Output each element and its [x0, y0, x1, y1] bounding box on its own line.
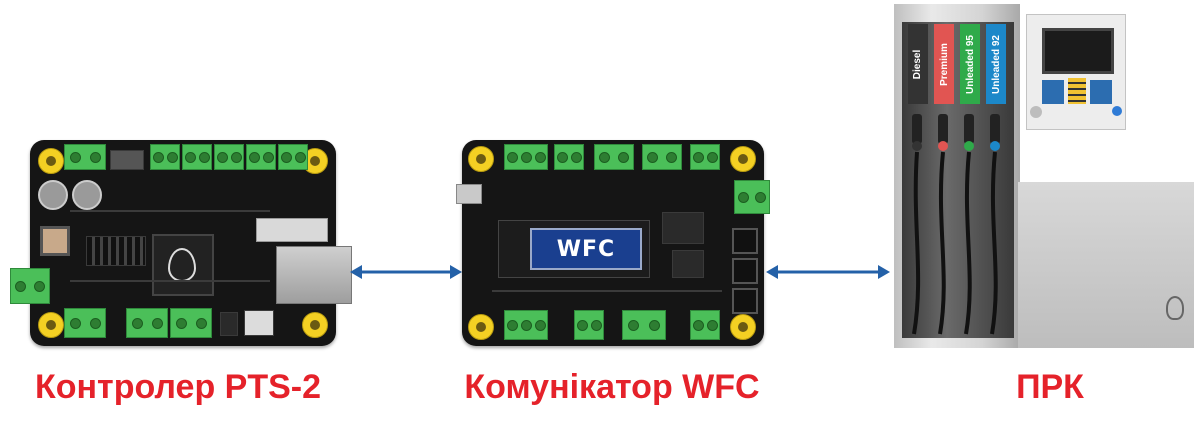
mount-hole: [468, 314, 494, 340]
nozzle-premium: [938, 114, 948, 151]
ic-chip: [662, 212, 704, 244]
terminal-block: [64, 308, 106, 338]
mount-hole: [38, 312, 64, 338]
terminal-block: [278, 144, 308, 170]
nozzle-unleaded-95: [964, 114, 974, 151]
nozzle-label-unleaded-92: Unleaded 92: [986, 24, 1006, 104]
terminal-block: [554, 144, 584, 170]
mount-hole: [468, 146, 494, 172]
terminal-block: [690, 310, 720, 340]
push-button: [732, 258, 758, 284]
ic-chip: [110, 150, 144, 170]
wfc-display-text: WFC: [556, 236, 616, 262]
status-light: [1112, 106, 1122, 116]
fuel-dispenser: Diesel Premium Unleaded 95 Unleaded 92: [894, 4, 1194, 348]
pin-header: [86, 236, 146, 266]
hose: [938, 151, 946, 335]
trace: [70, 210, 270, 212]
nozzle-label-text: Premium: [938, 42, 950, 86]
nozzle-diesel: [912, 114, 922, 151]
wfc-display: WFC: [530, 228, 642, 270]
terminal-block: [622, 310, 666, 340]
pts2-controller-board: [10, 140, 352, 346]
cabinet-logo-icon: [1166, 296, 1184, 320]
mount-hole: [730, 146, 756, 172]
dispenser-screen: [1042, 28, 1114, 74]
usb-port: [456, 184, 482, 204]
terminal-block: [64, 144, 106, 170]
ic-chip: [672, 250, 704, 278]
capacitor: [38, 180, 68, 210]
nozzle-label-text: Diesel: [912, 49, 924, 79]
wfc-communicator-board: WFC: [456, 140, 770, 346]
sensor-window: [1030, 106, 1042, 118]
terminal-block: [734, 180, 770, 214]
bidirectional-arrow: [766, 265, 890, 279]
nozzle-label-premium: Premium: [934, 24, 954, 104]
nozzle-label-text: Unleaded 95: [964, 34, 976, 94]
terminal-block: [574, 310, 604, 340]
nozzle-unleaded-92: [990, 114, 1000, 151]
keypad-icon: [1068, 78, 1086, 104]
terminal-block: [126, 308, 168, 338]
inductor: [40, 226, 70, 256]
bidirectional-arrow: [350, 265, 462, 279]
push-button: [732, 288, 758, 314]
nozzle-label-text: Unleaded 92: [990, 34, 1002, 94]
terminal-block: [246, 144, 276, 170]
trace: [70, 280, 270, 282]
terminal-block: [150, 144, 180, 170]
dip-switch: [244, 310, 274, 336]
price-display-left: [1042, 80, 1064, 104]
caption-controller: Контролер PTS-2: [34, 368, 322, 406]
capacitor: [72, 180, 102, 210]
hose: [990, 151, 998, 335]
mount-hole: [38, 148, 64, 174]
nozzle-label-unleaded-95: Unleaded 95: [960, 24, 980, 104]
terminal-block: [642, 144, 682, 170]
push-button: [732, 228, 758, 254]
terminal-block: [594, 144, 634, 170]
ethernet-port: [276, 246, 352, 304]
terminal-block: [690, 144, 720, 170]
caption-communicator: Комунікатор WFC: [464, 368, 760, 406]
hose: [912, 151, 921, 335]
hose: [964, 151, 972, 335]
terminal-block: [504, 310, 548, 340]
terminal-block: [182, 144, 212, 170]
terminal-block: [214, 144, 244, 170]
trace: [492, 290, 722, 292]
terminal-block: [504, 144, 548, 170]
caption-dispenser: ПРК: [1016, 368, 1084, 406]
mount-hole: [302, 312, 328, 338]
dispenser-cabinet: [1018, 182, 1194, 348]
terminal-block: [10, 268, 50, 304]
logo-icon: [168, 248, 196, 282]
nozzles-and-hoses: [912, 114, 1000, 335]
nozzle-label-diesel: Diesel: [908, 24, 928, 104]
terminal-block: [170, 308, 212, 338]
relay: [256, 218, 328, 242]
ic-chip: [220, 312, 238, 336]
mount-hole: [730, 314, 756, 340]
price-display-right: [1090, 80, 1112, 104]
